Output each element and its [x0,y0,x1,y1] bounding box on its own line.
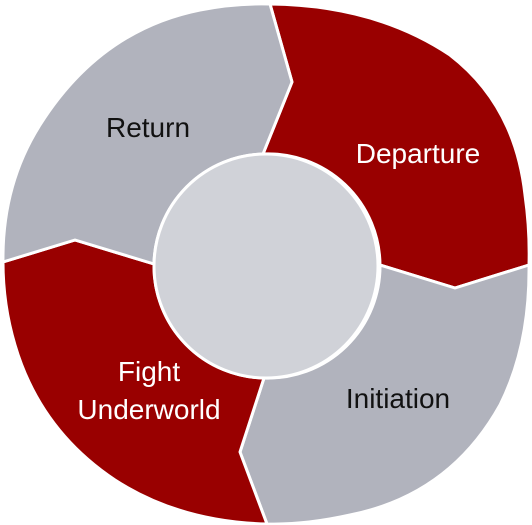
label-departure: Departure [356,138,481,169]
label-departure-line-1: Departure [356,138,481,169]
label-initiation-line-1: Initiation [346,383,450,414]
segment-initiation [238,263,531,525]
label-fight-underworld-line-1: Fight [118,356,180,387]
label-return: Return [106,112,190,143]
label-return-line-1: Return [106,112,190,143]
label-initiation: Initiation [346,383,450,414]
center-circle [152,152,380,380]
label-fight-underworld-line-2: Underworld [77,394,220,425]
